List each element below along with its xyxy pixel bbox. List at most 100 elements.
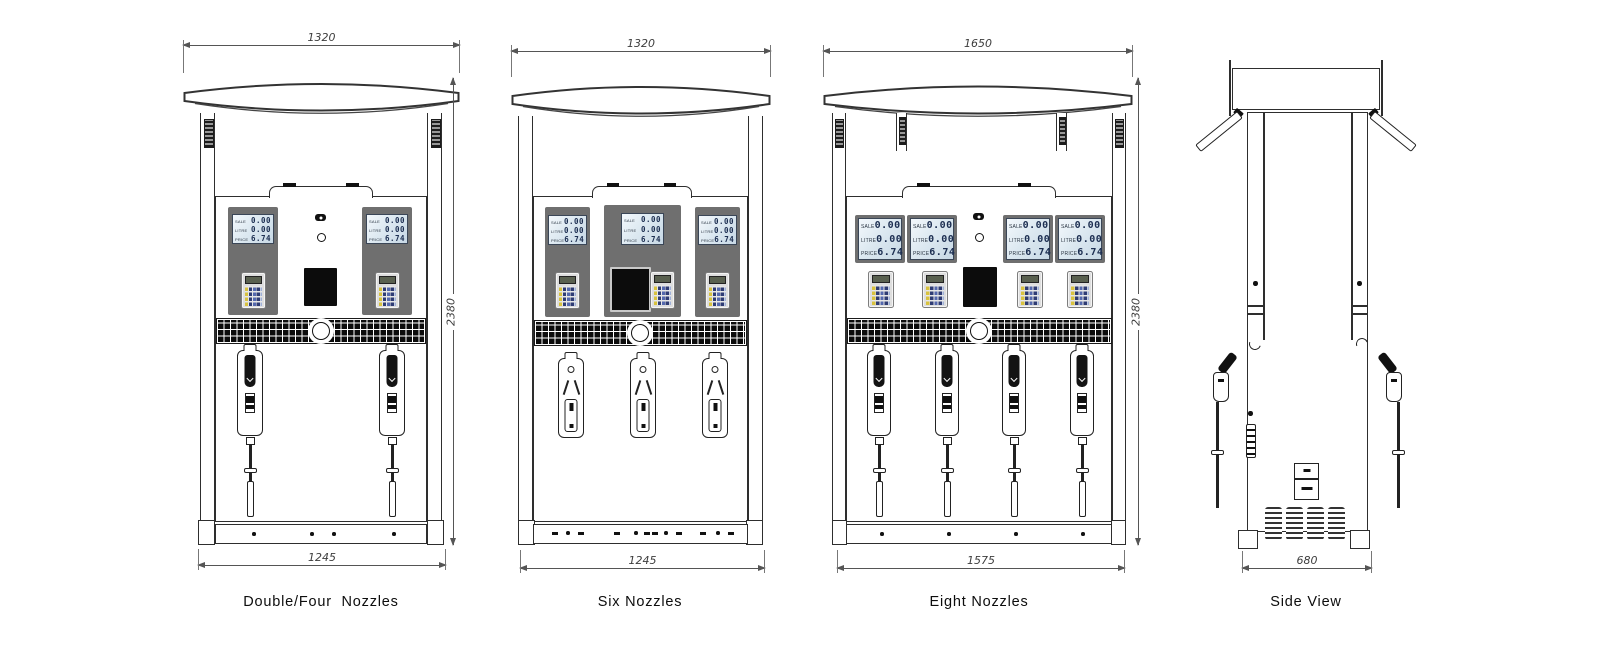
base-bolt-dot <box>664 531 668 535</box>
canopy-arm <box>1195 111 1243 152</box>
canopy-post <box>1112 113 1126 522</box>
lcd-row-label: PRICE <box>624 237 638 243</box>
lcd-row-label: PRICE <box>551 237 565 243</box>
lcd-row-label: LITRE <box>235 227 248 233</box>
keypad-screen <box>926 275 944 283</box>
extension-line <box>1242 551 1243 573</box>
nozzle-boot <box>564 399 578 432</box>
preset-keypad <box>1017 271 1043 308</box>
lcd-row-value: 0.00 <box>713 217 734 226</box>
lcd-row-value: 6.74 <box>714 234 735 244</box>
canopy-post <box>427 113 442 522</box>
channel-notch <box>1247 305 1264 307</box>
extension-line <box>183 40 184 73</box>
nozzle-latch <box>942 393 952 413</box>
base-bolt-dot <box>716 531 720 535</box>
lcd-row-value: 6.74 <box>1077 247 1104 258</box>
pipe-collar <box>1392 450 1405 455</box>
nozzle-latch <box>387 393 397 413</box>
hose-pipe <box>1216 402 1219 508</box>
extension-line <box>1371 551 1372 573</box>
indicator-bolt-icon <box>973 213 984 220</box>
lcd-row-label: SALE <box>913 224 927 230</box>
nozzle-holster <box>1002 344 1026 436</box>
payment-screen <box>304 268 337 306</box>
canopy <box>823 85 1133 117</box>
lcd-row-value: 0.00 <box>250 216 271 225</box>
lcd-row-value: 0.00 <box>250 224 271 234</box>
nozzle-latch <box>245 393 255 413</box>
view-caption: Side View <box>1270 594 1342 610</box>
holster-tab <box>1075 344 1089 351</box>
dimension-label: 1245 <box>624 554 661 567</box>
extension-line <box>511 45 512 77</box>
grille-circle <box>312 322 330 340</box>
keypad-keys <box>1071 285 1089 305</box>
card-slot <box>1246 424 1256 458</box>
lcd-row-value: 0.00 <box>384 224 405 234</box>
extension-line <box>445 549 446 570</box>
nozzle-holster <box>867 344 891 436</box>
base-bolt-dot <box>1014 532 1018 536</box>
lcd-row-value: 0.00 <box>876 233 903 245</box>
pipe-collar <box>1007 468 1021 473</box>
lcd-row-value: 0.00 <box>1024 233 1051 245</box>
vent-louvers <box>1328 507 1345 540</box>
canopy-end-cap <box>1229 60 1231 116</box>
lcd-row-value: 6.74 <box>250 233 271 243</box>
base-slot <box>652 532 658 535</box>
keypad-keys <box>654 285 671 305</box>
preset-keypad <box>922 271 948 308</box>
hose-pipe <box>1397 402 1400 508</box>
hose-pipe <box>877 445 881 469</box>
pipe-tube <box>388 481 396 517</box>
preset-keypad <box>555 272 580 309</box>
preset-keypad <box>650 271 675 309</box>
hose-pipe <box>248 473 252 482</box>
channel-notch <box>1351 305 1368 307</box>
preset-keypad <box>1067 271 1093 308</box>
holster-ring <box>711 366 719 373</box>
keypad-screen <box>559 276 576 284</box>
crown-tab <box>664 183 676 187</box>
base-bolt-dot <box>252 532 256 536</box>
view-caption: Eight Nozzles <box>929 594 1029 610</box>
pipe-tube <box>246 481 254 517</box>
base-bolt-dot <box>947 532 951 536</box>
crown-tab <box>283 183 296 187</box>
base <box>533 524 748 544</box>
holster-tab <box>872 344 886 351</box>
indicator-bolt-icon <box>315 214 326 221</box>
access-box <box>1294 463 1319 500</box>
base-foot <box>427 520 444 545</box>
side-nozzle-guard <box>1386 372 1402 402</box>
hose-joint <box>1077 437 1087 445</box>
hose-joint <box>245 437 255 445</box>
dimension-line-top: 1320 <box>182 31 461 48</box>
nozzle-holster <box>379 344 405 436</box>
nozzle-handle <box>1076 355 1088 387</box>
extension-line <box>1124 550 1125 573</box>
nozzle-holster <box>1070 344 1094 436</box>
hose-pipe <box>945 445 949 469</box>
keypad-screen <box>1071 275 1089 283</box>
post-lamp <box>430 119 441 148</box>
vent-louvers <box>1265 507 1282 540</box>
side-channel-line <box>1351 112 1353 340</box>
holster-ring <box>567 366 575 373</box>
crown-tab <box>1018 183 1031 187</box>
dimension-label: 680 <box>1292 554 1322 567</box>
lcd-row-label: SALE <box>861 224 875 230</box>
base-bolt-dot <box>332 532 336 536</box>
hose-joint <box>1009 437 1019 445</box>
lcd-row-label: SALE <box>235 219 247 224</box>
side-bolt-dot <box>1253 281 1258 286</box>
box-handle <box>1301 487 1312 490</box>
lcd-row-label: SALE <box>701 220 713 225</box>
nozzle-handle <box>1008 355 1020 387</box>
